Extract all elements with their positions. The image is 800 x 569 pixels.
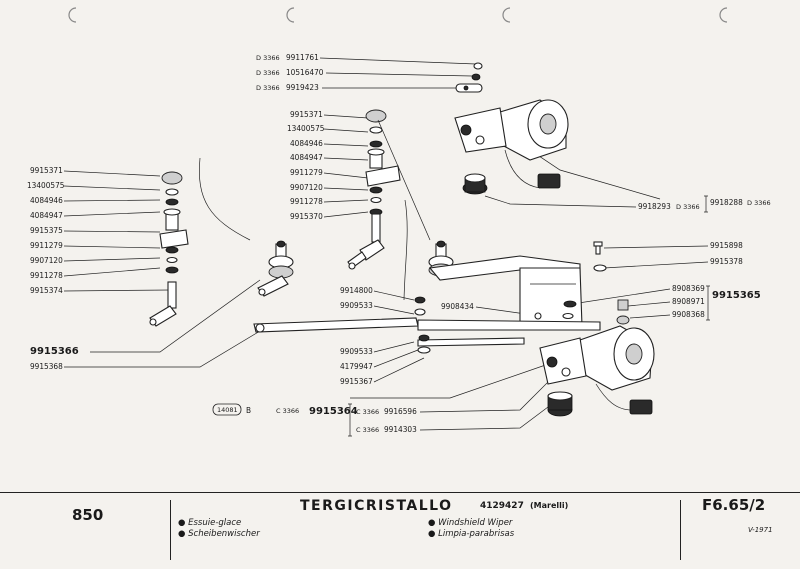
top-motor <box>454 99 569 195</box>
desc-left-1-text: Scheibenwischer <box>188 529 260 539</box>
left-label-1: 13400575 <box>27 180 65 190</box>
right-group-item-2: 9908368 <box>672 309 705 319</box>
right-group-item-0: 8908369 <box>672 283 705 293</box>
linkage-label-3: 4179947 <box>340 361 373 371</box>
left-stack-labels: 9915371 13400575 4084946 4084947 9915375… <box>27 165 171 295</box>
linkage-labels: 9914800 9909533 9909533 4179947 9915367 … <box>340 285 541 386</box>
binder-holes <box>68 7 728 23</box>
linkage-label-0: 9914800 <box>340 285 373 295</box>
left-pivot-assembly <box>257 240 294 297</box>
top-code-0: 9911761 <box>286 52 319 62</box>
mid-code: 9908434 <box>441 301 474 311</box>
top-group-labels: D 3366 9911761 D 3366 10516470 D 3366 99… <box>256 52 477 92</box>
c-item-code-1: 9914303 <box>384 424 417 434</box>
top-code-1: 10516470 <box>286 67 324 77</box>
left-label-5: 9911279 <box>30 240 63 250</box>
footer-vline <box>680 500 681 560</box>
center-label-1: 13400575 <box>287 123 325 133</box>
desc-right-0: ● Windshield Wiper <box>428 518 513 528</box>
c-group: 9915364 <box>309 406 358 417</box>
badge-text: 14081 <box>217 406 238 414</box>
center-stack-parts <box>347 109 401 270</box>
left-label-7: 9911278 <box>30 270 63 280</box>
desc-right-1: ● Limpia-parabrisas <box>428 529 515 539</box>
right-group-code: 9915365 <box>712 290 761 301</box>
c-item-prefix-0: C 3366 <box>356 408 379 416</box>
bottom-motor <box>539 325 655 417</box>
top-small-parts <box>455 62 483 93</box>
linkage-rods <box>253 296 601 354</box>
center-label-6: 9911278 <box>290 196 323 206</box>
footer-divider <box>0 492 800 493</box>
center-label-3: 4084947 <box>290 152 323 162</box>
sheet-number: F6.65/2 <box>702 496 766 514</box>
desc-left-0: ● Essuie-glace <box>178 518 242 528</box>
right-group-labels: 8908369 8908971 9908368 9915365 <box>571 283 761 321</box>
right-top-group: 9918288 <box>710 197 743 207</box>
right-top-group-prefix: D 3366 <box>747 199 771 207</box>
page-title: TERGICRISTALLO <box>300 498 453 514</box>
left-bracket-outline <box>199 157 251 241</box>
page-code: 850 <box>72 506 104 524</box>
title-block: 850 TERGICRISTALLO 4129427 (Marelli) ● E… <box>0 492 800 569</box>
left-label-4: 9915375 <box>30 225 63 235</box>
c-prefix: C 3366 <box>276 407 299 415</box>
right-group-item-1: 8908971 <box>672 296 705 306</box>
binder-hole <box>68 7 77 23</box>
left-stack-parts <box>149 171 189 327</box>
left-bottom-0: 9915366 <box>30 346 79 357</box>
center-label-0: 9915371 <box>290 109 323 119</box>
c-item-prefix-1: C 3366 <box>356 426 379 434</box>
center-label-7: 9915370 <box>290 211 323 221</box>
top-prefix-2: D 3366 <box>256 84 280 92</box>
left-label-3: 4084947 <box>30 210 63 220</box>
bottom-labels: 14081 B C 3366 9915364 C 3366 9916596 C … <box>212 359 561 437</box>
desc-right-1-text: Limpia-parabrisas <box>438 529 515 539</box>
right-top-prefix: D 3366 <box>676 203 700 211</box>
desc-left-1: ● Scheibenwischer <box>178 529 260 539</box>
left-bottom-labels: 9915366 9915368 <box>30 279 271 371</box>
right-small-parts <box>562 241 630 325</box>
issue-date: V-1971 <box>748 526 773 534</box>
badge-frame <box>212 403 242 416</box>
center-stack-labels: 9915371 13400575 4084946 4084947 9911279… <box>287 109 369 221</box>
left-label-2: 4084946 <box>30 195 63 205</box>
center-label-5: 9907120 <box>290 182 323 192</box>
part-number: 4129427 <box>480 501 524 511</box>
desc-right-0-text: Windshield Wiper <box>438 518 513 528</box>
linkage-label-1: 9909533 <box>340 300 373 310</box>
right-top-code: 9918293 <box>638 201 671 211</box>
binder-hole <box>719 7 728 23</box>
top-code-2: 9919423 <box>286 82 319 92</box>
left-bottom-1: 9915368 <box>30 361 63 371</box>
top-prefix-0: D 3366 <box>256 54 280 62</box>
linkage-label-4: 9915367 <box>340 376 373 386</box>
right-mid-1: 9915378 <box>710 256 743 266</box>
linkage-label-2: 9909533 <box>340 346 373 356</box>
binder-hole <box>502 7 511 23</box>
right-mid-0: 9915898 <box>710 240 743 250</box>
footer-vline <box>170 500 171 560</box>
maker-name: (Marelli) <box>530 501 569 510</box>
badge-suffix: B <box>246 405 251 415</box>
right-mid-labels: 9915898 9915378 <box>603 240 743 269</box>
desc-left-0-text: Essuie-glace <box>188 518 242 528</box>
left-label-8: 9915374 <box>30 285 63 295</box>
binder-hole <box>286 7 295 23</box>
center-label-2: 4084946 <box>290 138 323 148</box>
top-prefix-1: D 3366 <box>256 69 280 77</box>
left-label-6: 9907120 <box>30 255 63 265</box>
right-pivot-assembly <box>377 119 583 329</box>
center-label-4: 9911279 <box>290 167 323 177</box>
c-item-code-0: 9916596 <box>384 406 417 416</box>
left-label-0: 9915371 <box>30 165 63 175</box>
